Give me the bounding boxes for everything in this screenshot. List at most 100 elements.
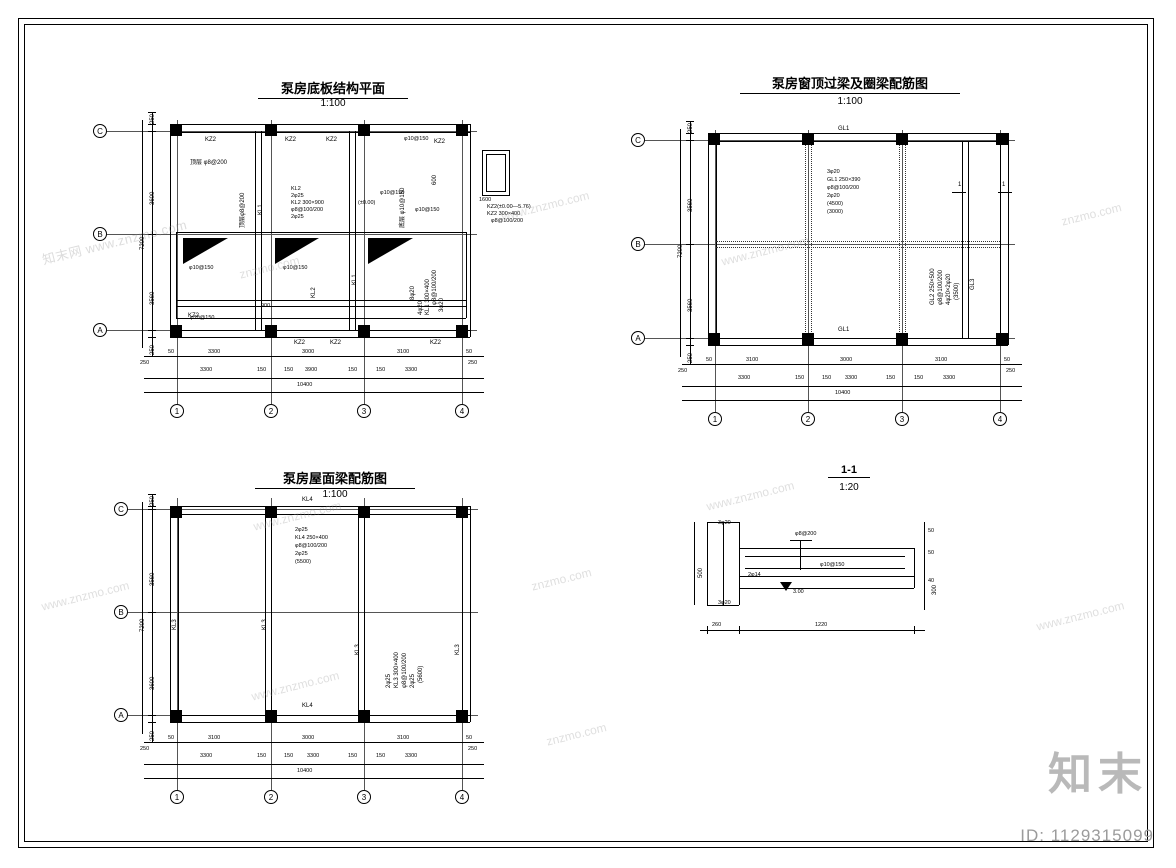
plan2-top bbox=[708, 133, 1008, 134]
plan3-hdim2-150b: 150 bbox=[284, 753, 294, 759]
rebar-wedge-2 bbox=[275, 238, 319, 264]
plan3-vdim-line2 bbox=[142, 502, 143, 734]
grid-line-1 bbox=[715, 130, 716, 412]
plan3-hdim-50l: 50 bbox=[168, 735, 175, 741]
plan1-vdim-t4 bbox=[148, 234, 156, 235]
plan3-scale: 1:100 bbox=[322, 489, 348, 500]
note-kl1-4d20: 8φ20 bbox=[410, 286, 416, 300]
grid-line-4 bbox=[462, 120, 463, 404]
label-kz2: KZ2 bbox=[330, 340, 342, 346]
plan2-note-gl2-len: (3500) bbox=[954, 282, 960, 300]
sec-note-2d14: 2φ14 bbox=[748, 572, 761, 578]
grid-bubble-2: 2 bbox=[264, 404, 278, 418]
plan3-right bbox=[470, 506, 471, 722]
plan3-kl3-label-2: KL3 bbox=[262, 619, 268, 630]
sheet-border-outer bbox=[18, 18, 1154, 848]
plan1-inner-left bbox=[176, 232, 177, 318]
plan2-vdim-t3 bbox=[686, 140, 694, 141]
plan3-hdim-3100: 3100 bbox=[208, 735, 221, 741]
plan2-hdim-total: 10400 bbox=[835, 390, 851, 396]
sec-note-3d20-top: 3φ20 bbox=[718, 520, 731, 526]
grid-bubble-4: 4 bbox=[993, 412, 1007, 426]
grid-bubble-1: 1 bbox=[708, 412, 722, 426]
plan1-hdim2-3300l: 3300 bbox=[200, 367, 213, 373]
plan1-vdim-250: 250 bbox=[150, 113, 156, 124]
plan3-hdim-l3 bbox=[144, 778, 484, 779]
column-gl bbox=[896, 133, 908, 145]
plan1-beam-kl2-b bbox=[355, 131, 356, 331]
column-section-box bbox=[482, 150, 510, 196]
plan2-left2 bbox=[716, 133, 717, 345]
grid-bubble-a: A bbox=[93, 323, 107, 337]
grid-line-b bbox=[107, 234, 477, 235]
plan3-hdim-50r: 50 bbox=[466, 735, 473, 741]
grid-bubble-b: B bbox=[93, 227, 107, 241]
column-gl bbox=[802, 333, 814, 345]
dim-1600: 900 bbox=[261, 303, 271, 309]
plan1-vdim-t3 bbox=[148, 131, 156, 132]
grid-line-c bbox=[128, 509, 478, 510]
plan3-note-r-2d25b: 2φ25 bbox=[410, 674, 416, 688]
sec-dim-40: 40 bbox=[928, 578, 935, 584]
plan2-vdim-t1 bbox=[686, 121, 694, 122]
plan2-gl3-label: GL3 bbox=[970, 278, 976, 290]
plan3-left bbox=[170, 506, 171, 722]
plan1-hdim2-150b: 150 bbox=[284, 367, 294, 373]
plan2-vdim-line2 bbox=[680, 129, 681, 357]
sec-hdim-t1 bbox=[707, 626, 708, 634]
plan1-hdim-250r: 250 bbox=[468, 360, 478, 366]
plan3-kl3-a1 bbox=[265, 514, 266, 717]
sec-dim-50a: 50 bbox=[928, 528, 935, 534]
plan3-hdim2-3300l: 3300 bbox=[200, 753, 213, 759]
plan3-title: 泵房屋面梁配筋图 bbox=[255, 468, 415, 489]
plan1-slab-right bbox=[470, 124, 471, 337]
plan1-vdim-line2 bbox=[142, 120, 143, 348]
beam-label-kl1b: KL1 bbox=[352, 274, 358, 285]
column-kz2 bbox=[456, 325, 468, 337]
plan1-hdim2-150d: 150 bbox=[376, 367, 386, 373]
grid-bubble-3: 3 bbox=[357, 790, 371, 804]
plan3-note-r-2d25a: 2φ25 bbox=[386, 674, 392, 688]
plan2-bot bbox=[708, 338, 1008, 339]
grid-bubble-3: 3 bbox=[357, 404, 371, 418]
column-kl bbox=[265, 506, 277, 518]
label-kz2: KZ2 bbox=[188, 313, 200, 319]
note-kz2-range: 1600 bbox=[479, 197, 492, 203]
label-kz2: KZ2 bbox=[205, 137, 217, 143]
plan3-vdim-t6 bbox=[148, 722, 156, 723]
plan3-hdim-l2 bbox=[144, 764, 484, 765]
sec-dim-300: 300 bbox=[932, 584, 938, 595]
plan1-hdim-3300: 3300 bbox=[208, 349, 221, 355]
plan1-vdim-t6 bbox=[148, 337, 156, 338]
column-kl bbox=[170, 506, 182, 518]
plan2-hdim-l1 bbox=[682, 364, 1022, 365]
plan1-vdim-3560: 3560 bbox=[150, 291, 156, 305]
column-kz2 bbox=[170, 124, 182, 136]
plan2-left bbox=[708, 133, 709, 345]
plan3-hdim2-150a: 150 bbox=[257, 753, 267, 759]
label-kz2: KZ2 bbox=[434, 139, 446, 145]
label-kz2: KZ2 bbox=[326, 137, 338, 143]
plan2-hdim-3100: 3100 bbox=[746, 357, 759, 363]
plan2-dash-v1 bbox=[805, 141, 806, 338]
note-rebar-a: φ10@150 bbox=[189, 265, 214, 271]
note-kl2-size: 2φ25 bbox=[291, 193, 304, 199]
plan2-note-3000: (3000) bbox=[827, 209, 843, 215]
plan3-beam-bot-label: KL4 bbox=[302, 703, 313, 709]
sec-dim-50b: 50 bbox=[928, 550, 935, 556]
plan1-vdim-t2 bbox=[148, 124, 156, 125]
label-kz2: KZ2 bbox=[294, 340, 306, 346]
plan2-title: 泵房窗顶过梁及圈梁配筋图 bbox=[740, 73, 960, 94]
sec-hdim-line bbox=[700, 630, 925, 631]
note-top-layer: 顶层 φ8@200 bbox=[190, 160, 227, 166]
plan3-kl3-label-4: KL3 bbox=[455, 644, 461, 655]
plan2-vdim-t2 bbox=[686, 133, 694, 134]
plan3-vdim-t4 bbox=[148, 612, 156, 613]
plan1-hdim-l2 bbox=[144, 378, 484, 379]
grid-bubble-1: 1 bbox=[170, 404, 184, 418]
plan2-gl3-b bbox=[968, 141, 969, 338]
plan3-vdim-7200: 7200 bbox=[140, 618, 146, 632]
plan3-kl3-b1 bbox=[358, 514, 359, 717]
plan1-hdim-l1 bbox=[144, 356, 484, 357]
